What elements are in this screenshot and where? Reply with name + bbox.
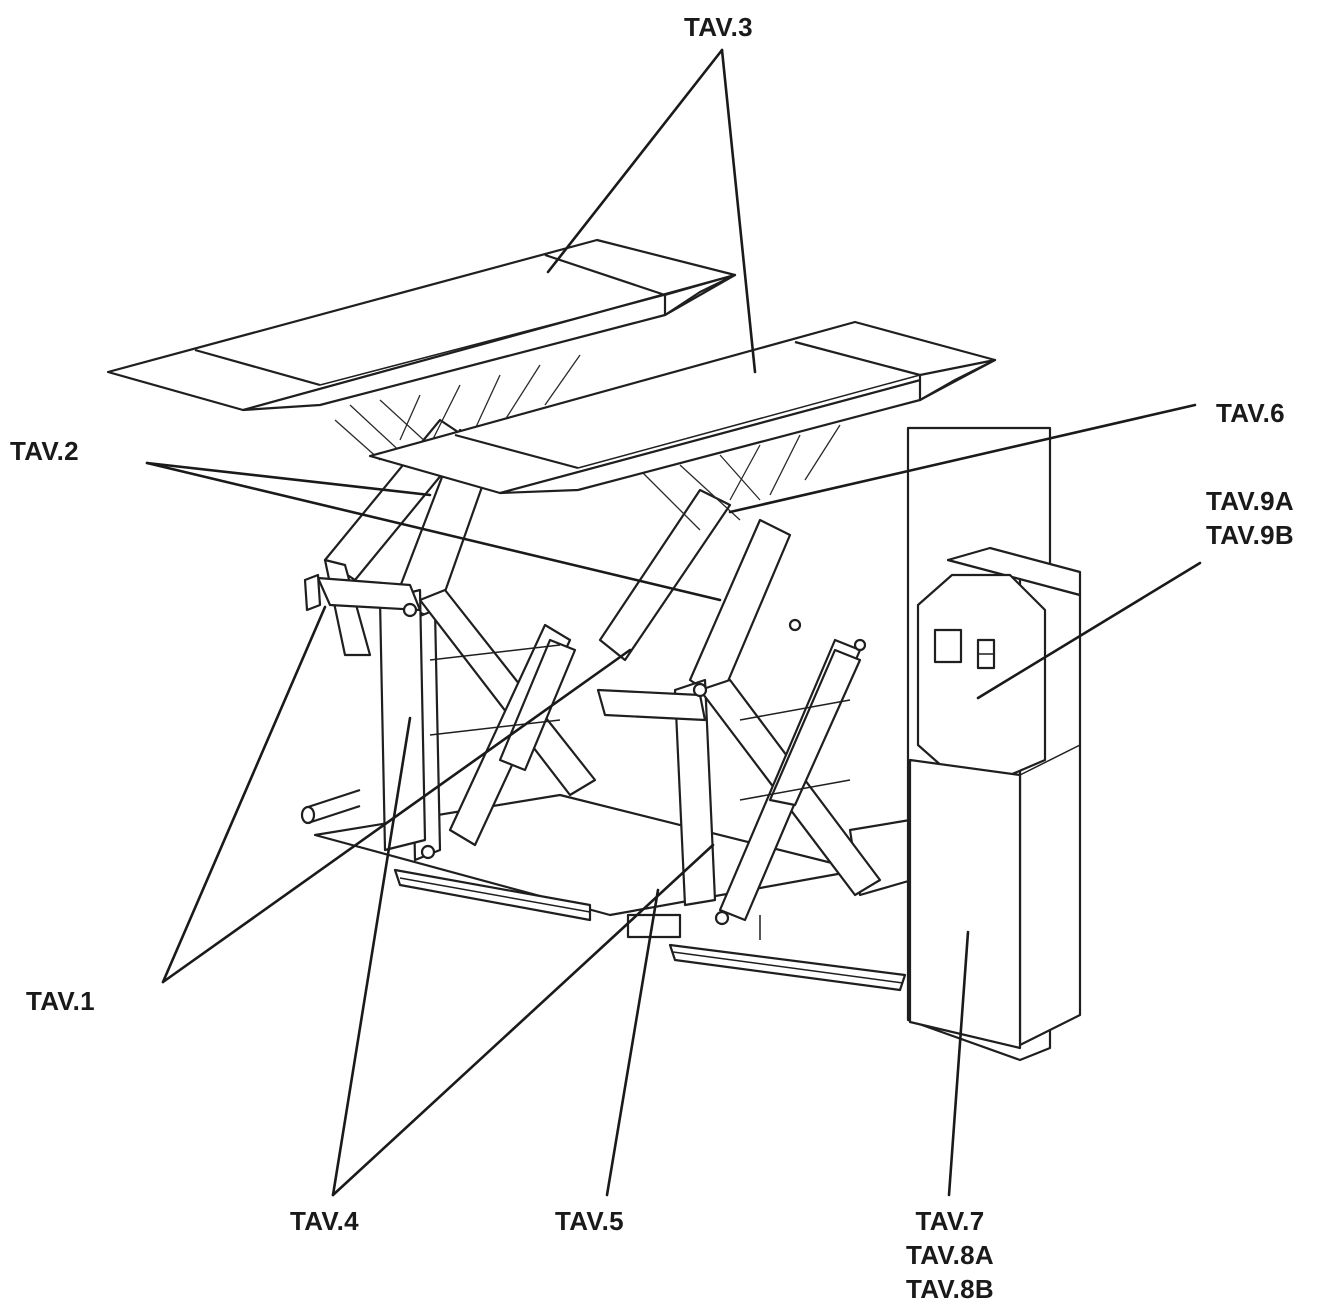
leader-tav5 xyxy=(605,888,660,1197)
label-tav9a: TAV.9A xyxy=(1206,486,1295,516)
platform-underside-hatching xyxy=(334,354,841,531)
leader-tav3-b xyxy=(720,48,757,374)
leader-tav2-a xyxy=(145,461,432,497)
label-tav3: TAV.3 xyxy=(684,12,753,42)
label-tav6: TAV.6 xyxy=(1216,398,1285,428)
right-runway xyxy=(368,320,997,495)
left-runway xyxy=(106,238,737,412)
leader-tav7 xyxy=(947,930,970,1197)
label-tav4: TAV.4 xyxy=(290,1206,359,1236)
label-tav9b: TAV.9B xyxy=(1206,520,1295,550)
label-tav2: TAV.2 xyxy=(10,436,79,466)
leader-tav3-a xyxy=(546,48,724,274)
leader-tav9 xyxy=(976,561,1202,700)
leader-tav4-b xyxy=(331,843,715,1197)
leader-tav4-a xyxy=(331,716,412,1197)
label-tav8a: TAV.8A xyxy=(905,1240,994,1270)
control-console xyxy=(906,426,1082,1062)
callout-lines xyxy=(145,48,1202,1197)
leader-tav6 xyxy=(728,403,1197,514)
label-tav5: TAV.5 xyxy=(555,1206,624,1236)
leader-tav2-b xyxy=(145,461,722,602)
label-tav7: TAV.7 xyxy=(915,1206,985,1236)
leader-tav1-b xyxy=(161,648,632,984)
label-tav8b: TAV.8B xyxy=(905,1274,994,1304)
right-scissor-assembly xyxy=(596,488,882,926)
leader-tav1-a xyxy=(161,605,327,984)
label-tav1: TAV.1 xyxy=(26,986,95,1016)
